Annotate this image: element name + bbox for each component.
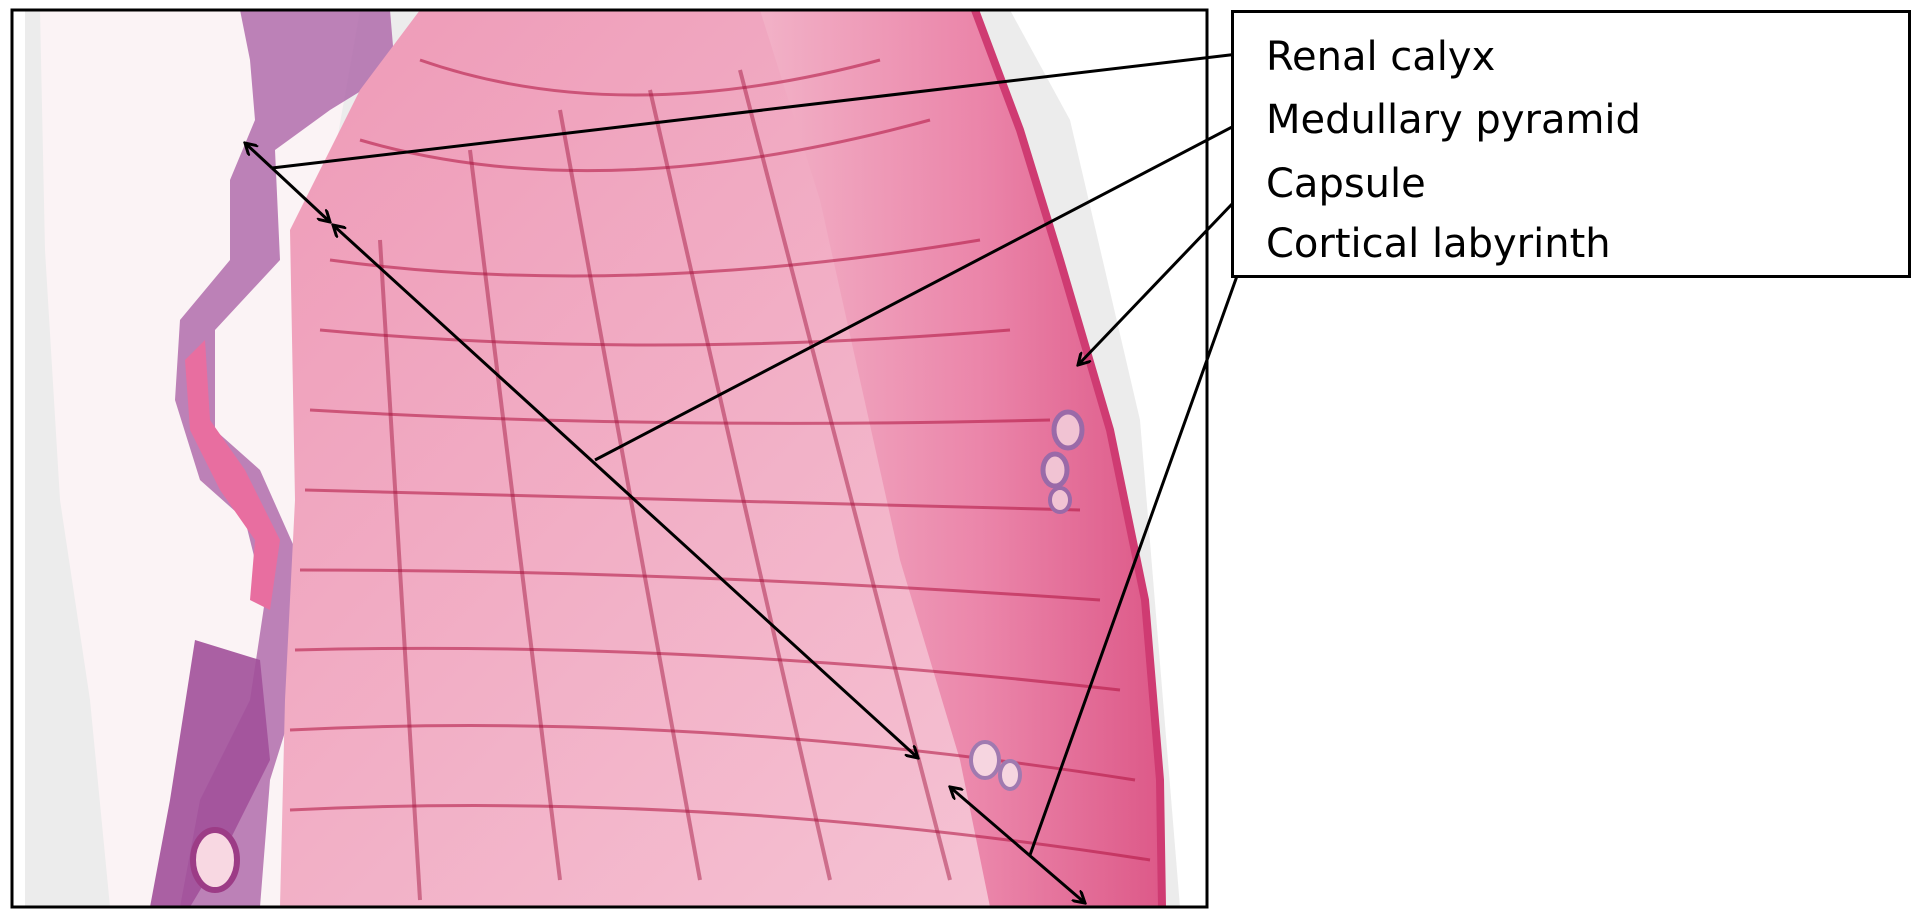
arrow-capsule [1078, 178, 1257, 365]
micrograph-image [12, 10, 1207, 907]
arrow-cortical-labyrinth [950, 787, 1085, 903]
label-medullary-pyramid: Medullary pyramid [1266, 97, 1641, 143]
arrow-renal-calyx-b [270, 166, 330, 222]
leader-line-renal-calyx [271, 50, 1256, 170]
label-renal-calyx: Renal calyx [1266, 34, 1496, 80]
arrow-renal-calyx-a [245, 143, 274, 170]
legend-box: Renal calyx Medullary pyramid Capsule Co… [1231, 10, 1911, 278]
label-cortical-labyrinth: Cortical labyrinth [1266, 221, 1611, 267]
annotation-lines [245, 50, 1257, 903]
label-capsule: Capsule [1266, 161, 1426, 207]
arrow-medullary-pyramid [333, 225, 918, 758]
micrograph-frame [10, 8, 1209, 909]
capsule-vessels [969, 409, 1085, 791]
leader-line-cortical-labyrinth [1028, 261, 1244, 856]
